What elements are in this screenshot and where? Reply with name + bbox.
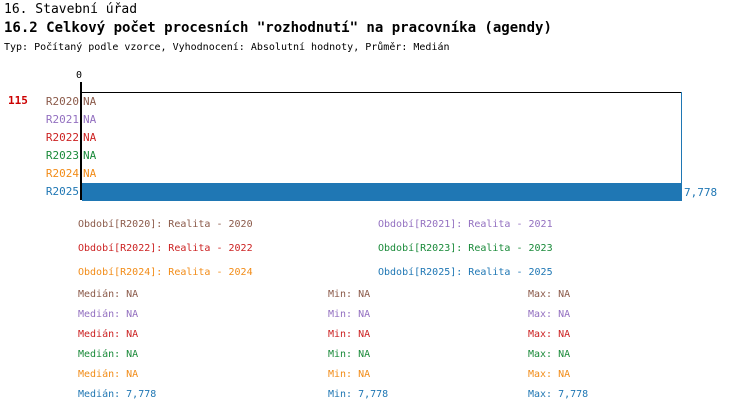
- stat-max: Max: NA: [528, 289, 571, 300]
- stat-min: Min: NA: [328, 329, 371, 340]
- chart-row-label: R2020: [45, 95, 79, 108]
- stat-min: Min: NA: [328, 349, 371, 360]
- chart-row-label: R2021: [45, 113, 79, 126]
- legend-item: Období[R2022]: Realita - 2022: [78, 243, 253, 254]
- page-title: 16.2 Celkový počet procesních "rozhodnut…: [4, 20, 552, 36]
- chart-row-label: R2023: [45, 149, 79, 162]
- chart-row: R2025 7,778: [0, 183, 750, 201]
- stat-max: Max: NA: [528, 309, 571, 320]
- chart-row-label: R2025: [45, 185, 79, 198]
- stat-median: Medián: NA: [78, 329, 139, 340]
- stat-min: Min: NA: [328, 309, 371, 320]
- chart-row: R2020 NA: [0, 93, 750, 111]
- stat-max: Max: NA: [528, 369, 571, 380]
- stat-min: Min: NA: [328, 369, 371, 380]
- stat-max: Max: NA: [528, 349, 571, 360]
- stat-median: Medián: NA: [78, 349, 139, 360]
- legend-item: Období[R2020]: Realita - 2020: [78, 219, 253, 230]
- legend-item: Období[R2023]: Realita - 2023: [378, 243, 553, 254]
- legend-item: Období[R2024]: Realita - 2024: [78, 267, 253, 278]
- stat-median: Medián: NA: [78, 309, 139, 320]
- chart-row: R2021 NA: [0, 111, 750, 129]
- chart-bar-value-label: 7,778: [684, 186, 718, 199]
- legend-item: Období[R2021]: Realita - 2021: [378, 219, 553, 230]
- stat-median: Medián: 7,778: [78, 389, 157, 400]
- x-axis-tick-zero: 0: [76, 70, 83, 81]
- chart-row-value-na: NA: [83, 149, 97, 162]
- stat-median: Medián: NA: [78, 369, 139, 380]
- stat-min: Min: NA: [328, 289, 371, 300]
- chart-row-label: R2022: [45, 131, 79, 144]
- chart-row-value-na: NA: [83, 95, 97, 108]
- statistics-table: Medián: NA Min: NA Max: NA Medián: NA Min: N…: [0, 289, 750, 414]
- chart-subtitle: Typ: Počítaný podle vzorce, Vyhodnocení:…: [4, 42, 450, 53]
- stat-min: Min: 7,778: [328, 389, 389, 400]
- chart-bar: [82, 183, 682, 201]
- stat-max: Max: NA: [528, 329, 571, 340]
- row-index-marker: 115: [8, 94, 28, 107]
- legend-item: Období[R2025]: Realita - 2025: [378, 267, 553, 278]
- x-axis-line: [81, 92, 682, 93]
- y-axis-line: [80, 82, 82, 200]
- stat-median: Medián: NA: [78, 289, 139, 300]
- chart-row: R2022 NA: [0, 129, 750, 147]
- stat-max: Max: 7,778: [528, 389, 589, 400]
- chart-row: R2023 NA: [0, 147, 750, 165]
- chart-row-value-na: NA: [83, 131, 97, 144]
- section-title: 16. Stavební úřad: [4, 2, 138, 17]
- chart-row-value-na: NA: [83, 167, 97, 180]
- chart-row: R2024 NA: [0, 165, 750, 183]
- value-gridline: [681, 92, 682, 200]
- chart-row-value-na: NA: [83, 113, 97, 126]
- chart-row-label: R2024: [45, 167, 79, 180]
